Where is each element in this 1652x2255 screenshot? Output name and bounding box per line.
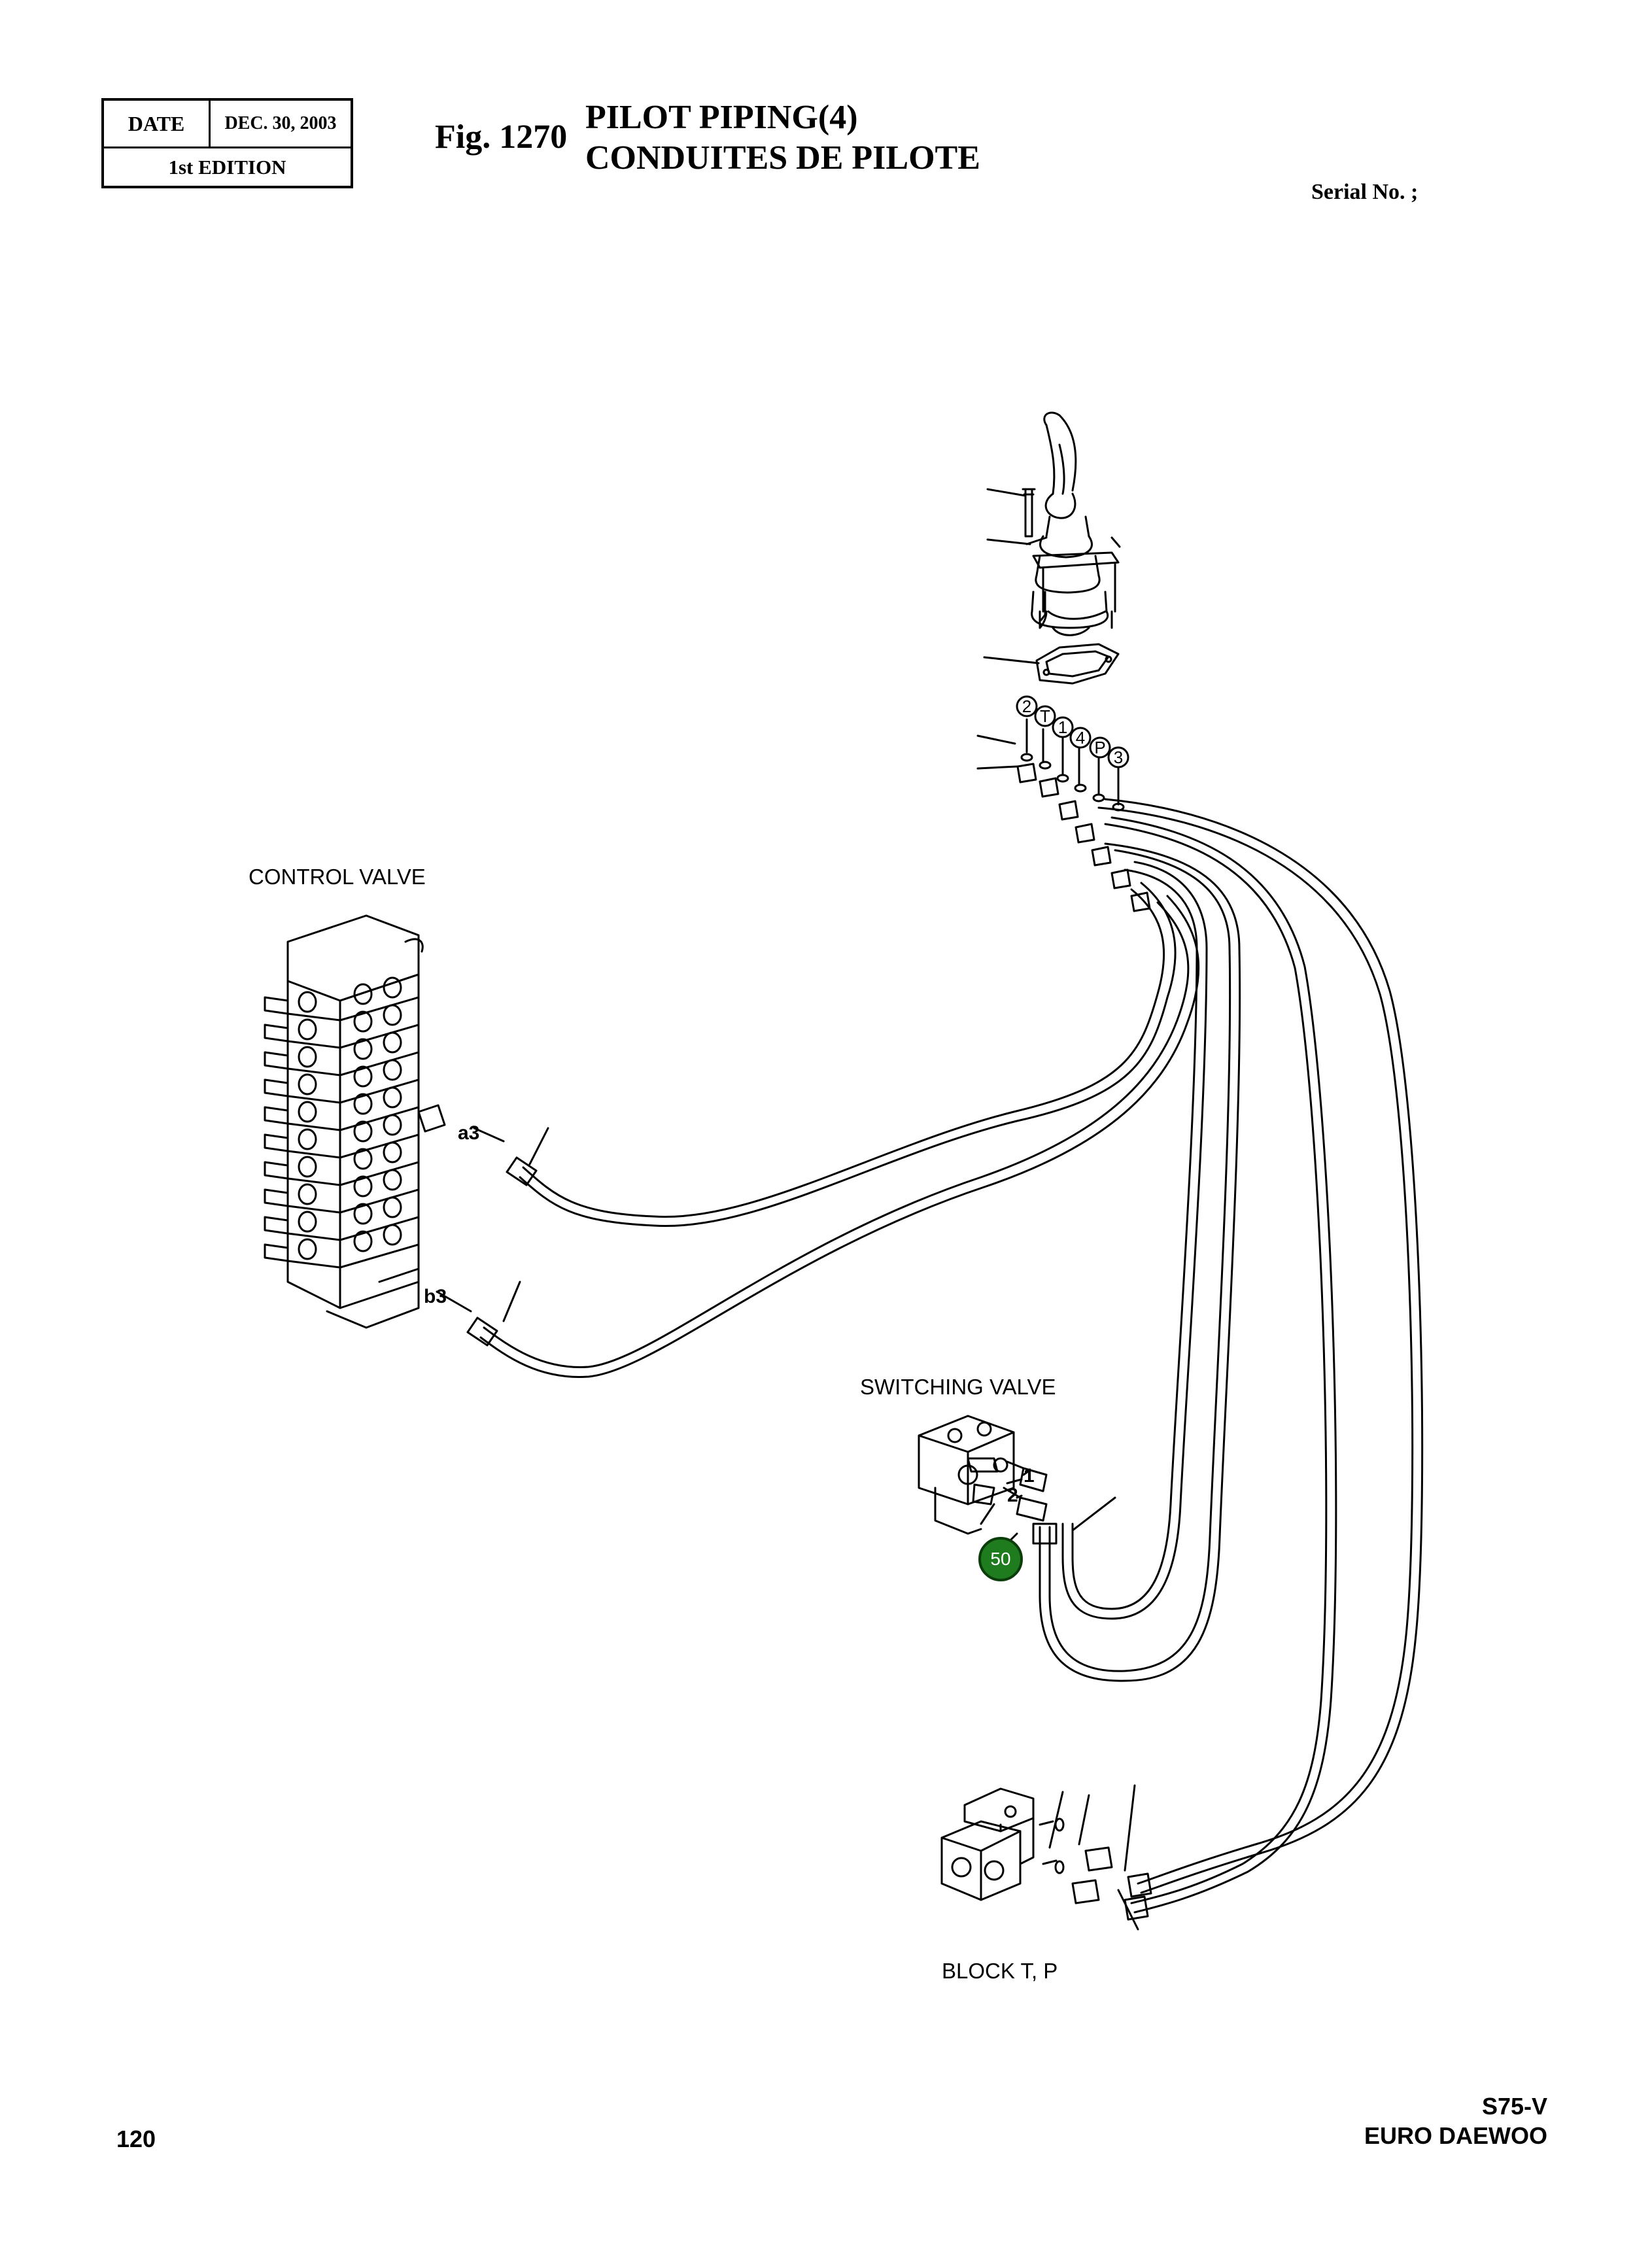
port-badge-label: 3	[1114, 748, 1123, 767]
control-valve	[264, 914, 446, 1329]
spool-cap	[264, 1161, 289, 1180]
spool-port	[298, 1238, 317, 1260]
spool-port	[353, 1203, 373, 1225]
port-badge-label: 2	[1022, 697, 1031, 716]
port-b3-label: b3	[424, 1286, 447, 1307]
spool-cap	[264, 1188, 289, 1207]
spool-section-line	[286, 1243, 420, 1269]
port-badge-circle	[1052, 716, 1074, 738]
spool-port	[298, 1211, 317, 1233]
spool-port	[353, 1065, 373, 1088]
spool-port	[353, 1230, 373, 1252]
spool-port	[353, 1038, 373, 1060]
spool-cap	[264, 1133, 289, 1152]
port-badge-label: 1	[1058, 717, 1067, 737]
spool-cap	[264, 1078, 289, 1097]
spool-port	[383, 1196, 402, 1218]
port-badge-label: 4	[1076, 728, 1085, 748]
pilot-valve-joystick	[1022, 411, 1121, 685]
spool-port	[383, 1169, 402, 1191]
spool-port	[298, 1156, 317, 1178]
page-number: 120	[116, 2126, 156, 2152]
spool-cap	[264, 1106, 289, 1125]
spool-port	[353, 1093, 373, 1115]
joystick-leaders	[976, 488, 1040, 770]
edition-box: DATE DEC. 30, 2003 1st EDITION	[101, 98, 353, 188]
port-badge-circle	[1034, 705, 1056, 727]
port-badge-circle	[1016, 695, 1038, 717]
control-valve-spools	[264, 976, 420, 1269]
spool-port	[353, 1010, 373, 1033]
spool-cap	[264, 1024, 289, 1042]
switching-valve-label: SWITCHING VALVE	[860, 1375, 1056, 1399]
spool-port	[298, 1073, 317, 1095]
label-leaders	[436, 1127, 1139, 1931]
spool-port	[383, 1141, 402, 1163]
spool-port	[383, 1004, 402, 1026]
spool-port	[298, 1101, 317, 1123]
spool-port	[353, 1175, 373, 1197]
edition-label: 1st EDITION	[168, 156, 286, 179]
edition-box-row-date: DATE DEC. 30, 2003	[104, 101, 351, 148]
model-name: S75-V	[1481, 2093, 1547, 2120]
spool-port	[298, 1046, 317, 1068]
switching-valve	[918, 1415, 1048, 1535]
port-badge-circle	[1107, 746, 1129, 768]
callout-50[interactable]: 50	[978, 1537, 1023, 1581]
port-badge-circle	[1069, 727, 1092, 749]
spool-port	[353, 1120, 373, 1143]
spool-port	[383, 976, 402, 999]
serial-number: Serial No. ;	[1311, 180, 1419, 204]
figure-number: Fig. 1270	[435, 118, 568, 156]
spool-port	[298, 1183, 317, 1205]
switching-port-1-label: 1	[1024, 1465, 1035, 1487]
spool-port	[353, 1148, 373, 1170]
spool-port	[298, 991, 317, 1013]
joystick-ports	[1016, 718, 1151, 912]
port-badge-label: P	[1094, 738, 1105, 757]
switching-port-2-label: 2	[1007, 1485, 1018, 1506]
brand-name: EURO DAEWOO	[1364, 2122, 1547, 2149]
spool-port	[353, 983, 373, 1005]
spool-port	[383, 1114, 402, 1136]
port-badge-label: T	[1040, 706, 1050, 726]
control-valve-label: CONTROL VALVE	[249, 865, 426, 889]
spool-port	[383, 1059, 402, 1081]
port-badge-circle	[1089, 736, 1111, 759]
figure-title-en: PILOT PIPING(4)	[585, 99, 858, 136]
figure-title-fr: CONDUITES DE PILOTE	[585, 139, 980, 177]
port-a3-label: a3	[458, 1122, 480, 1144]
spool-cap	[264, 1243, 289, 1262]
date-value: DEC. 30, 2003	[224, 113, 337, 133]
spool-port	[383, 1031, 402, 1054]
block-tp-label: BLOCK T, P	[942, 1959, 1058, 1983]
spool-cap	[264, 1216, 289, 1235]
spool-port	[383, 1086, 402, 1109]
spool-port	[298, 1128, 317, 1150]
spool-port	[383, 1224, 402, 1246]
block-tp	[940, 1787, 1113, 1904]
spool-cap	[264, 996, 289, 1015]
spool-port	[298, 1018, 317, 1041]
spool-cap	[264, 1051, 289, 1070]
pilot-hoses	[466, 798, 1424, 1921]
date-label: DATE	[104, 101, 211, 146]
